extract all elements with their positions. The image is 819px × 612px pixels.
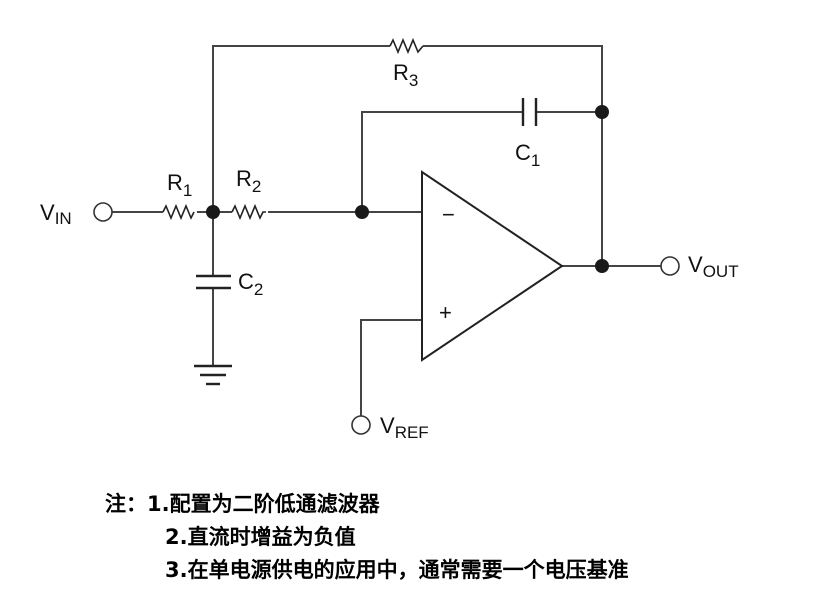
junction-node-r1-r2 bbox=[206, 205, 220, 219]
label-vout: VOUT bbox=[688, 252, 739, 281]
note-row-2: 2.直流时增益为负值 bbox=[105, 521, 629, 554]
resistor-r3 bbox=[389, 37, 424, 55]
label-c1: C1 bbox=[515, 140, 540, 170]
wire-vref bbox=[360, 319, 422, 417]
capacitor-c2 bbox=[196, 274, 231, 290]
wires bbox=[111, 45, 662, 417]
notes: 注：1.配置为二阶低通滤波器 2.直流时增益为负值 3.在单电源供电的应用中，通… bbox=[105, 488, 629, 587]
ground-icon bbox=[194, 364, 232, 386]
label-r2: R2 bbox=[236, 166, 261, 196]
label-c2: C2 bbox=[238, 269, 263, 299]
junction-node-inverting bbox=[355, 205, 369, 219]
capacitor-c1 bbox=[521, 98, 538, 126]
label-vin: VIN bbox=[40, 200, 72, 228]
notes-prefix: 注： bbox=[105, 492, 147, 516]
junction-node-output bbox=[595, 259, 609, 273]
noninverting-input-sign: + bbox=[439, 300, 452, 325]
inverting-input-sign: − bbox=[442, 202, 455, 227]
note-item: 1.配置为二阶低通滤波器 bbox=[147, 492, 380, 516]
resistor-r1 bbox=[162, 203, 195, 221]
wire-c1-feedback bbox=[361, 111, 602, 212]
resistor-r2 bbox=[231, 203, 266, 221]
label-r3: R3 bbox=[393, 60, 418, 90]
terminal-vin bbox=[93, 202, 113, 222]
note-item: 3.在单电源供电的应用中，通常需要一个电压基准 bbox=[165, 558, 629, 582]
op-amp: − + bbox=[421, 170, 564, 362]
label-vref: VREF bbox=[380, 413, 429, 442]
note-row-3: 3.在单电源供电的应用中，通常需要一个电压基准 bbox=[105, 554, 629, 587]
note-row-1: 注：1.配置为二阶低通滤波器 bbox=[105, 488, 629, 521]
terminal-vout bbox=[660, 256, 680, 276]
junction-node-c1 bbox=[595, 105, 609, 119]
note-item: 2.直流时增益为负值 bbox=[165, 525, 356, 549]
terminal-vref bbox=[351, 415, 371, 435]
wire-top-feedback bbox=[212, 45, 603, 266]
label-r1: R1 bbox=[167, 170, 192, 200]
